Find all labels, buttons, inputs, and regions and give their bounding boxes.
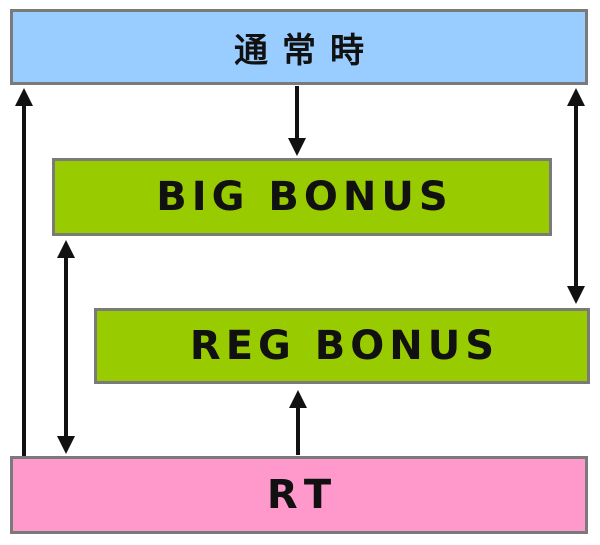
arrow-big-bonus-rt-bidirectional: [57, 240, 75, 454]
arrow-normal-to-big-bonus: [288, 86, 306, 156]
node-big-bonus: BIG BONUS: [52, 158, 552, 236]
arrow-rt-to-reg-bonus: [289, 390, 307, 455]
node-normal-state: 通常時: [10, 9, 588, 85]
arrow-rt-to-normal: [15, 88, 33, 456]
node-reg-bonus: REG BONUS: [94, 308, 590, 384]
arrow-normal-reg-bonus-bidirectional: [567, 88, 585, 304]
node-rt: RT: [10, 456, 588, 534]
